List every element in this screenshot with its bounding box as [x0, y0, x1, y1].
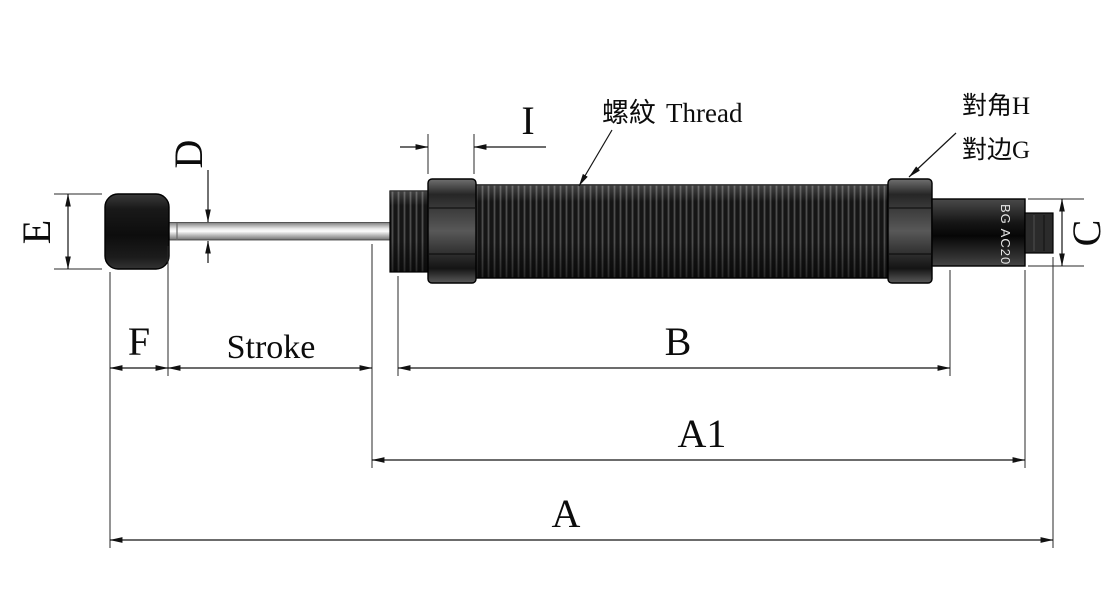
thread-label: 螺紋 Thread [602, 98, 743, 128]
thread-label-cn: 螺紋 [602, 98, 656, 128]
extension-lines [54, 134, 1084, 548]
dim-B-label: B [665, 319, 692, 364]
hex-nut-front [427, 178, 477, 284]
rubber-cap [104, 193, 170, 270]
thread-label-en: Thread [666, 98, 743, 128]
dim-F-label: F [128, 319, 150, 364]
dim-E-label: E [14, 220, 59, 244]
dim-stroke-label: Stroke [227, 329, 316, 366]
dim-A1-label: A1 [678, 411, 727, 456]
hex-flats-label: 對边G [962, 136, 1030, 164]
dim-E: E [14, 193, 71, 270]
hex-callout: 對角H 對边G [908, 92, 1030, 178]
body-marking: BG AC20 [998, 204, 1013, 265]
absorber-body: BG AC20 [104, 178, 1054, 284]
dim-A1: A1 [371, 411, 1026, 463]
dim-A: A [109, 491, 1054, 543]
rear-housing: BG AC20 [931, 198, 1026, 267]
threaded-body [475, 184, 889, 279]
dim-stroke: Stroke [167, 329, 373, 371]
dim-D: D [166, 140, 211, 263]
dim-A-label: A [552, 491, 581, 536]
dim-F: F [109, 319, 169, 371]
hex-nut-rear [887, 178, 933, 284]
hex-diagonal-label: 對角H [962, 92, 1030, 120]
thread-callout: 螺紋 Thread [578, 98, 743, 187]
dim-C-label: C [1064, 220, 1109, 247]
dim-C: C [1059, 198, 1109, 267]
piston-rod [167, 222, 395, 241]
dim-I: I [400, 98, 546, 150]
dim-D-label: D [166, 140, 211, 169]
front-thread [389, 190, 431, 273]
dim-I-label: I [521, 98, 534, 143]
adjustment-knob [1024, 212, 1054, 254]
dim-B: B [397, 319, 951, 371]
